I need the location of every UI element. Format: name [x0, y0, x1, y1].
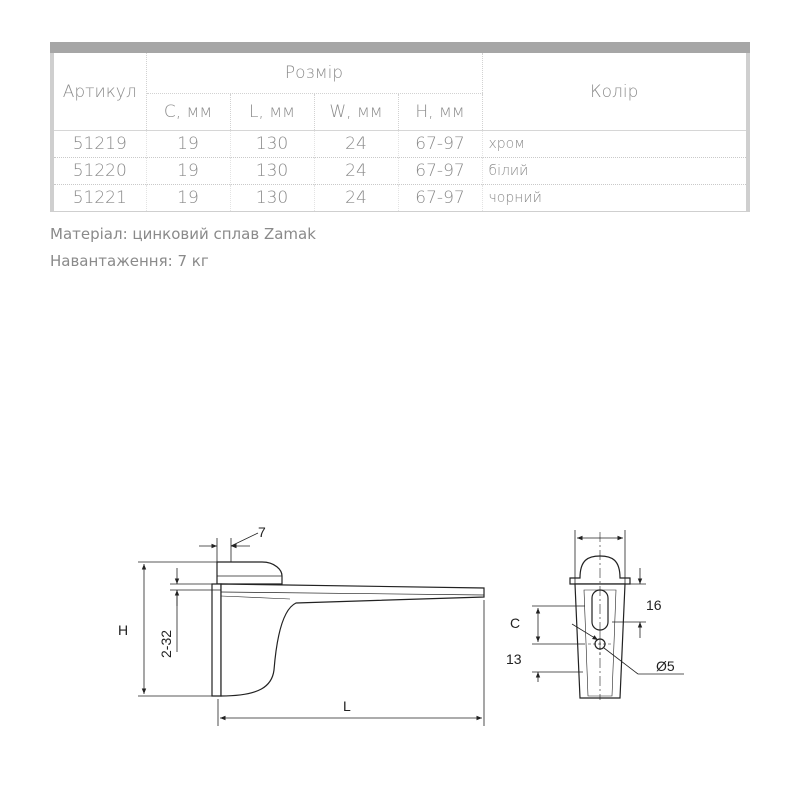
load-note: Навантаження: 7 кг [50, 252, 209, 270]
cell-color: хром [481, 130, 748, 158]
header-h: H, мм [397, 93, 482, 131]
side-view-dimensions [138, 532, 485, 726]
cell-c: 19 [145, 130, 230, 158]
spec-table: Артикул Розмір Колір C, мм L, мм W, мм H… [50, 42, 750, 212]
cell-article: 51219 [52, 130, 146, 158]
front-view [569, 532, 631, 700]
technical-drawing: 7 H 2-32 L [118, 524, 684, 726]
header-article: Артикул [52, 47, 147, 131]
side-view [211, 561, 485, 697]
header-size: Розмір [146, 47, 482, 94]
cell-l: 130 [229, 157, 314, 185]
cell-w: 24 [313, 157, 398, 185]
header-color: Колір [481, 47, 748, 131]
dim-hole-label: Ø5 [656, 658, 675, 674]
header-l: L, мм [229, 93, 314, 131]
cell-l: 130 [229, 184, 314, 212]
dim-13-label: 13 [506, 651, 522, 667]
dim-16-label: 16 [646, 597, 662, 613]
material-note: Матеріал: цинковий сплав Zamak [50, 225, 316, 243]
cell-c: 19 [145, 184, 230, 212]
header-w: W, мм [313, 93, 398, 131]
cell-h: 67-97 [397, 184, 482, 212]
cell-h: 67-97 [397, 130, 482, 158]
table-row: 51221 19 130 24 67-97 чорний [52, 184, 748, 212]
table-row: 51219 19 130 24 67-97 хром [52, 130, 748, 158]
dim-range-label: 2-32 [158, 630, 174, 658]
table-row: 51220 19 130 24 67-97 білий [52, 157, 748, 185]
header-c: C, мм [163, 102, 213, 122]
cell-color: білий [481, 157, 748, 185]
table-header-row: Артикул Розмір Колір [52, 47, 748, 131]
cell-w: 24 [313, 130, 398, 158]
cell-w: 24 [313, 184, 398, 212]
cell-article: 51221 [52, 184, 146, 212]
cell-l: 130 [229, 130, 314, 158]
dim-c-label: C [510, 615, 520, 631]
table-subheader-row: C, мм L, мм W, мм H, мм [52, 93, 748, 131]
cell-article: 51220 [52, 157, 146, 185]
dim-7-label: 7 [258, 524, 266, 540]
dim-h-label: H [118, 622, 128, 638]
cell-color: чорний [481, 184, 748, 212]
cell-h: 67-97 [397, 157, 482, 185]
cell-c: 19 [145, 157, 230, 185]
dim-l-label: L [343, 698, 351, 714]
front-view-dimensions [532, 530, 684, 682]
